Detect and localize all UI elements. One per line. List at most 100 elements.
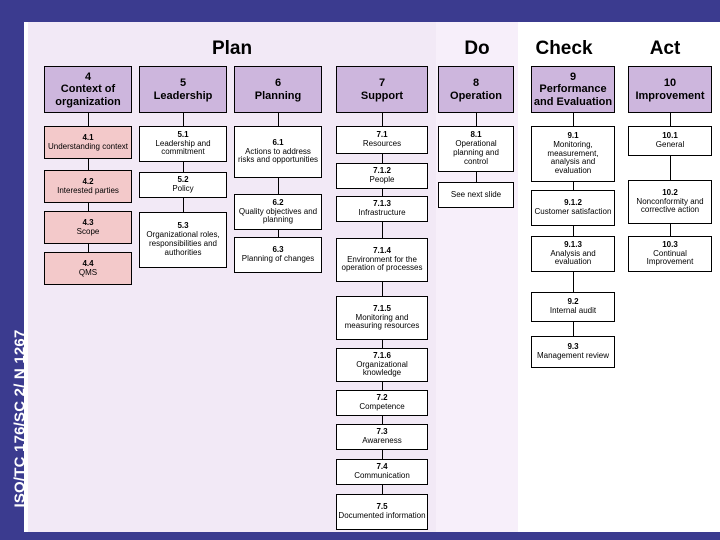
connector-line bbox=[88, 244, 89, 252]
phase-heading-check: Check bbox=[535, 38, 593, 59]
clause-number: 7.5 bbox=[376, 502, 388, 512]
connector-line bbox=[382, 222, 383, 238]
clause-number: 5 bbox=[179, 77, 187, 90]
connector-line bbox=[88, 159, 89, 170]
clause-number: 5.3 bbox=[177, 221, 189, 231]
connector-line bbox=[183, 198, 184, 212]
clause-title: Monitoring and measuring resources bbox=[344, 312, 420, 331]
connector-line bbox=[670, 224, 671, 236]
clause-number: 7 bbox=[378, 77, 386, 90]
phase-heading-do: Do bbox=[464, 38, 490, 59]
clause-title: Monitoring, measurement, analysis and ev… bbox=[547, 139, 599, 176]
clause-title: Organizational knowledge bbox=[356, 359, 408, 378]
clause-title: Documented information bbox=[338, 511, 426, 520]
clause-title: Internal audit bbox=[549, 306, 597, 315]
clause-number: 10.3 bbox=[662, 239, 678, 249]
clause-number: 6.2 bbox=[272, 197, 284, 207]
connector-line bbox=[670, 156, 671, 180]
clause-number: 9.1.3 bbox=[564, 239, 582, 249]
connector-line bbox=[670, 113, 671, 126]
clause-number: 8.1 bbox=[470, 130, 482, 140]
connector-line bbox=[573, 272, 574, 292]
clause-number: 5.2 bbox=[177, 175, 189, 185]
clause-number: 7.1 bbox=[376, 130, 388, 140]
clause-title: Policy bbox=[172, 184, 194, 193]
clause-title: Support bbox=[360, 89, 404, 102]
clause-number: 4.2 bbox=[82, 176, 94, 186]
clause-number: 7.1.3 bbox=[373, 199, 391, 209]
clause-number: 10.1 bbox=[662, 131, 678, 141]
clause-title: Leadership bbox=[153, 89, 213, 102]
clause-number: 7.1.6 bbox=[373, 350, 391, 360]
clause-number: 5.1 bbox=[177, 129, 189, 139]
connector-line bbox=[382, 416, 383, 424]
clause-title: Interested parties bbox=[57, 185, 119, 195]
connector-line bbox=[573, 113, 574, 126]
clause-title: Environment for the operation of process… bbox=[341, 254, 423, 273]
clause-title: Continual Improvement bbox=[646, 248, 694, 267]
clause-number: 7.1.5 bbox=[373, 303, 391, 313]
connector-line bbox=[382, 450, 383, 459]
clause-number: 6.1 bbox=[272, 137, 284, 147]
clause-number: 9.3 bbox=[567, 342, 579, 352]
clause-title: See next slide bbox=[450, 189, 502, 199]
clause-title: Infrastructure bbox=[358, 208, 406, 217]
connector-line bbox=[278, 178, 279, 194]
clause-title: Nonconformity and corrective action bbox=[636, 196, 704, 215]
connector-line bbox=[382, 485, 383, 494]
clause-number: 7.3 bbox=[376, 427, 388, 437]
clause-title: Organizational roles, responsibilities a… bbox=[146, 230, 220, 257]
clause-number: 10 bbox=[663, 77, 677, 90]
clause-number: 9.2 bbox=[567, 297, 579, 307]
connector-line bbox=[382, 382, 383, 390]
clause-number: 8 bbox=[472, 77, 480, 90]
clause-box-8-note[interactable]: See next slide bbox=[438, 182, 514, 208]
clause-title: Planning of changes bbox=[241, 254, 315, 263]
clause-number: 9.1 bbox=[567, 130, 579, 140]
clause-title: Performance and Evaluation bbox=[533, 83, 613, 108]
clause-title: Competence bbox=[359, 402, 405, 411]
connector-line bbox=[382, 340, 383, 348]
connector-line bbox=[382, 113, 383, 126]
clause-title: Quality objectives and planning bbox=[238, 206, 318, 225]
clause-number: 7.1.2 bbox=[373, 166, 391, 176]
connector-line bbox=[183, 162, 184, 172]
connector-line bbox=[573, 322, 574, 336]
